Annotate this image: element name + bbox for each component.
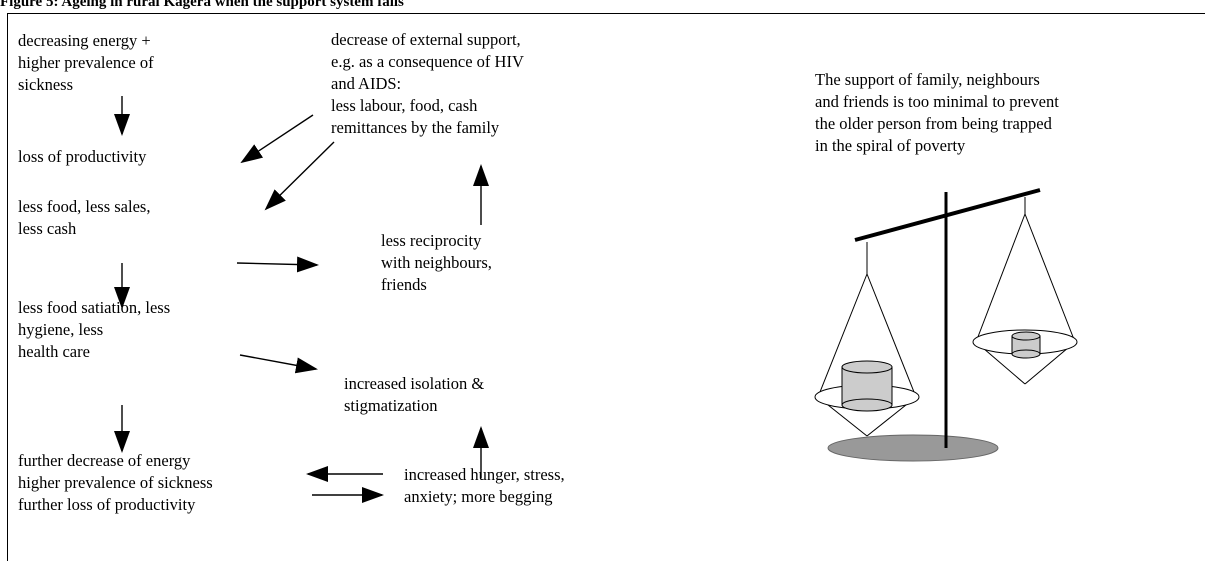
food-sales-box: less food, less sales, less cash <box>18 197 151 238</box>
arrow-external-to-productivity <box>240 114 314 164</box>
reciprocity-box: less reciprocity with neighbours, friend… <box>381 231 492 294</box>
hunger-box: increased hunger, stress, anxiety; more … <box>404 465 565 506</box>
further-decrease-box: further decrease of energy higher preval… <box>18 451 213 514</box>
arrow-food-sales-to-reciprocity <box>236 256 319 273</box>
arrow-satiation-to-isolation <box>239 354 318 374</box>
scale-base <box>827 434 999 462</box>
support-note: The support of family, neighbours and fr… <box>815 70 1059 155</box>
right-pan-assembly <box>972 197 1078 385</box>
frame-left-border <box>7 13 8 561</box>
arrow-external-to-food-sales <box>264 141 335 211</box>
productivity-box: loss of productivity <box>18 147 147 166</box>
energy-box: decreasing energy + higher prevalence of… <box>18 31 154 94</box>
frame-top-border <box>7 13 1205 14</box>
scale-beam <box>854 188 1041 242</box>
figure-title: Figure 5: Ageing in rural Kagera when th… <box>0 0 404 10</box>
external-support-box: decrease of external support, e.g. as a … <box>331 30 524 137</box>
left-pan-assembly <box>814 242 920 437</box>
isolation-box: increased isolation & stigmatization <box>344 374 485 415</box>
balance-scale-illustration <box>814 188 1078 462</box>
